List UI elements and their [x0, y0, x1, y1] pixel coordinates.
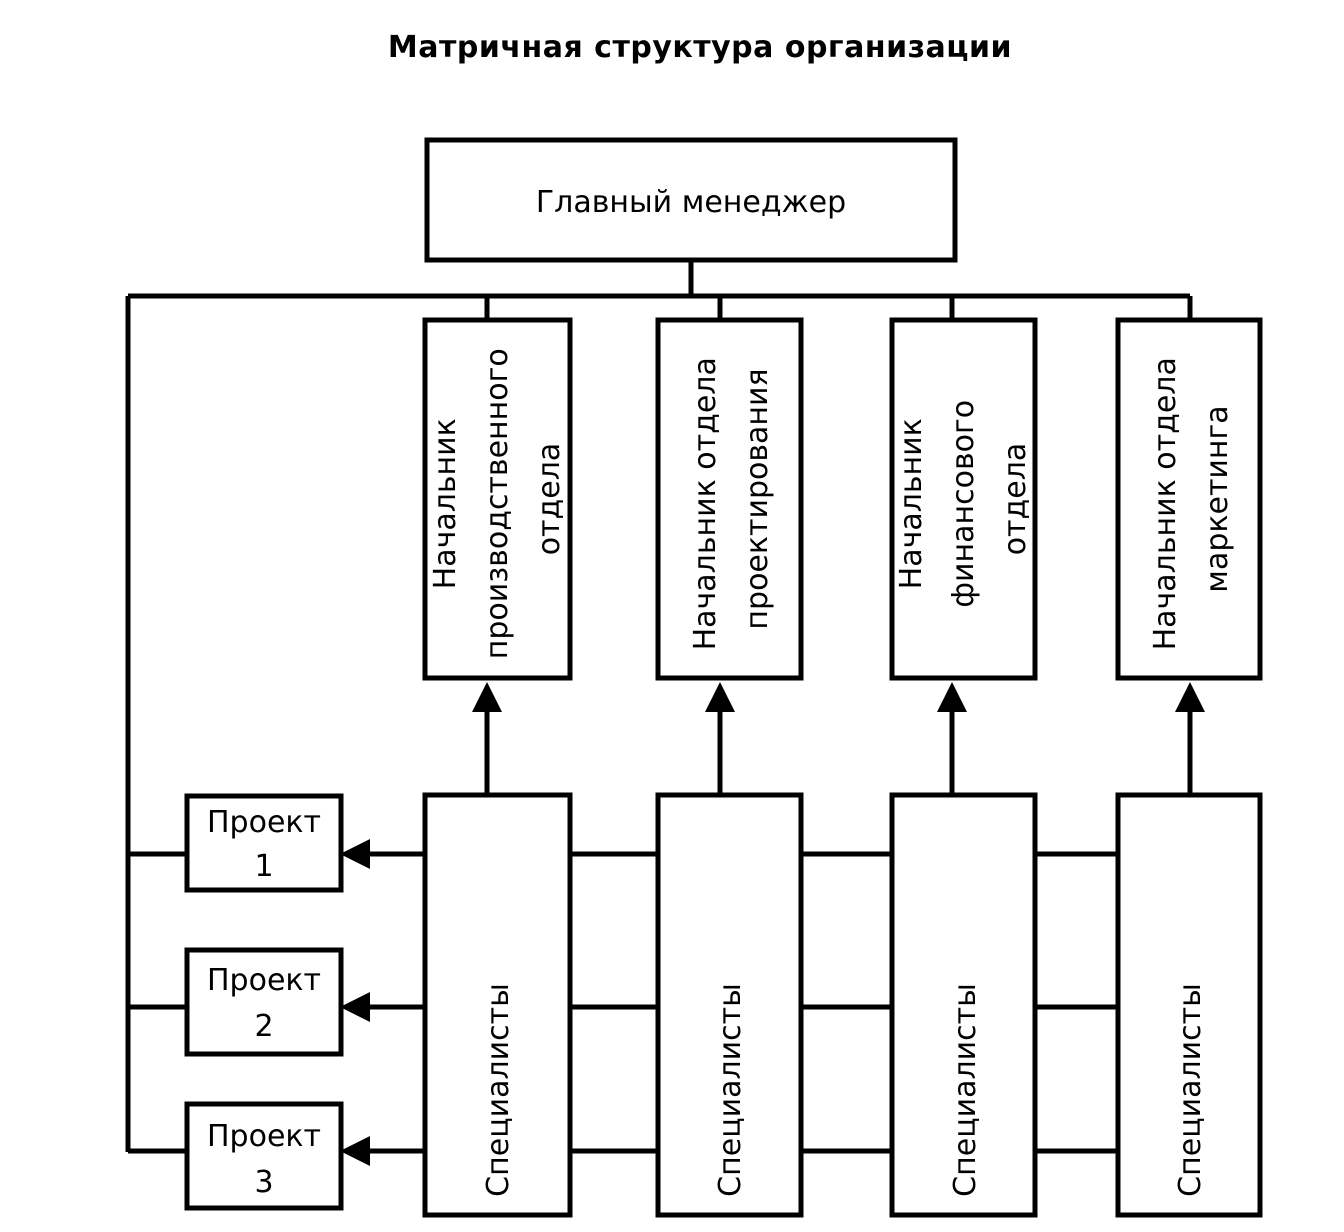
specialists-to-head-arrows — [472, 682, 1205, 795]
department-box-marketing: Начальник отдела маркетинга — [1115, 317, 1263, 681]
project-box-2: Проект 2 — [184, 947, 344, 1057]
project-label: Проект — [207, 1119, 321, 1154]
department-box-design: Начальник отдела проектирования — [655, 317, 804, 681]
project-number: 2 — [254, 1009, 273, 1044]
specialists-box-production: Специалисты — [422, 792, 573, 1218]
specialists-label: Специалисты — [713, 983, 748, 1197]
project-label: Проект — [207, 805, 321, 840]
general-manager-box: Главный менеджер — [424, 137, 958, 263]
department-box-finance: Начальник финансового отдела — [889, 317, 1038, 681]
specialists-box-marketing: Специалисты — [1115, 792, 1263, 1218]
project-lines — [128, 839, 1118, 1166]
project-box-1: Проект 1 — [184, 793, 344, 893]
specialists-label: Специалисты — [948, 983, 983, 1197]
department-label-finance: Начальник финансового отдела — [894, 390, 1033, 607]
project-box-3: Проект 3 — [184, 1101, 344, 1211]
project-number: 1 — [254, 849, 273, 884]
department-label-marketing: Начальник отдела маркетинга — [1148, 348, 1235, 651]
specialists-box-finance: Специалисты — [889, 792, 1038, 1218]
department-box-production: Начальник производственного отдела — [422, 317, 573, 681]
department-label-production: Начальник производственного отдела — [428, 339, 567, 660]
general-manager-label: Главный менеджер — [536, 185, 846, 220]
diagram-title: Матричная структура организации — [387, 30, 1013, 65]
project-label: Проект — [207, 963, 321, 998]
department-label-design: Начальник отдела проектирования — [688, 348, 775, 651]
specialists-label: Специалисты — [1173, 983, 1208, 1197]
specialists-box-design: Специалисты — [655, 792, 804, 1218]
specialists-label: Специалисты — [481, 983, 516, 1197]
project-number: 3 — [254, 1165, 273, 1200]
